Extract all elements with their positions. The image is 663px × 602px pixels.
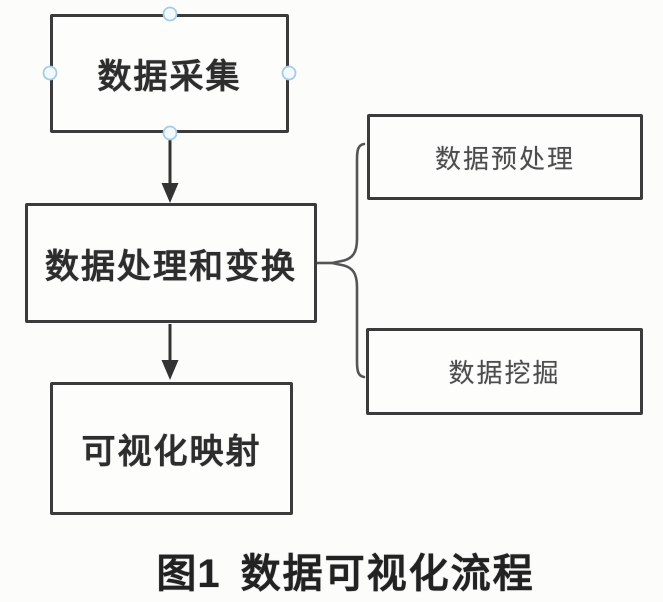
flow-node-data-preprocessing[interactable]: 数据预处理 — [367, 114, 643, 200]
node-label: 数据处理和变换 — [45, 247, 297, 286]
node-label: 数据预处理 — [434, 143, 575, 174]
figure-caption: 图1 数据可视化流程 — [0, 541, 663, 599]
figure-caption-title: 数据可视化流程 — [240, 552, 535, 596]
node-label: 数据采集 — [97, 58, 242, 96]
flow-node-visualization-mapping[interactable]: 可视化映射 — [50, 382, 293, 515]
flow-node-data-processing-transformation[interactable]: 数据处理和变换 — [25, 203, 317, 323]
node-label: 可视化映射 — [81, 433, 262, 471]
curly-brace-icon — [330, 142, 366, 379]
arrow-collect-to-process — [161, 140, 179, 203]
flow-node-data-mining[interactable]: 数据挖掘 — [366, 328, 643, 415]
node-label: 数据挖掘 — [448, 358, 561, 388]
flow-node-data-collection[interactable]: 数据采集 — [50, 14, 289, 133]
arrow-process-to-mapping — [161, 324, 179, 380]
arrowhead-down-icon — [161, 360, 179, 380]
figure-caption-number: 图1 — [156, 552, 221, 596]
arrowhead-down-icon — [161, 183, 179, 203]
